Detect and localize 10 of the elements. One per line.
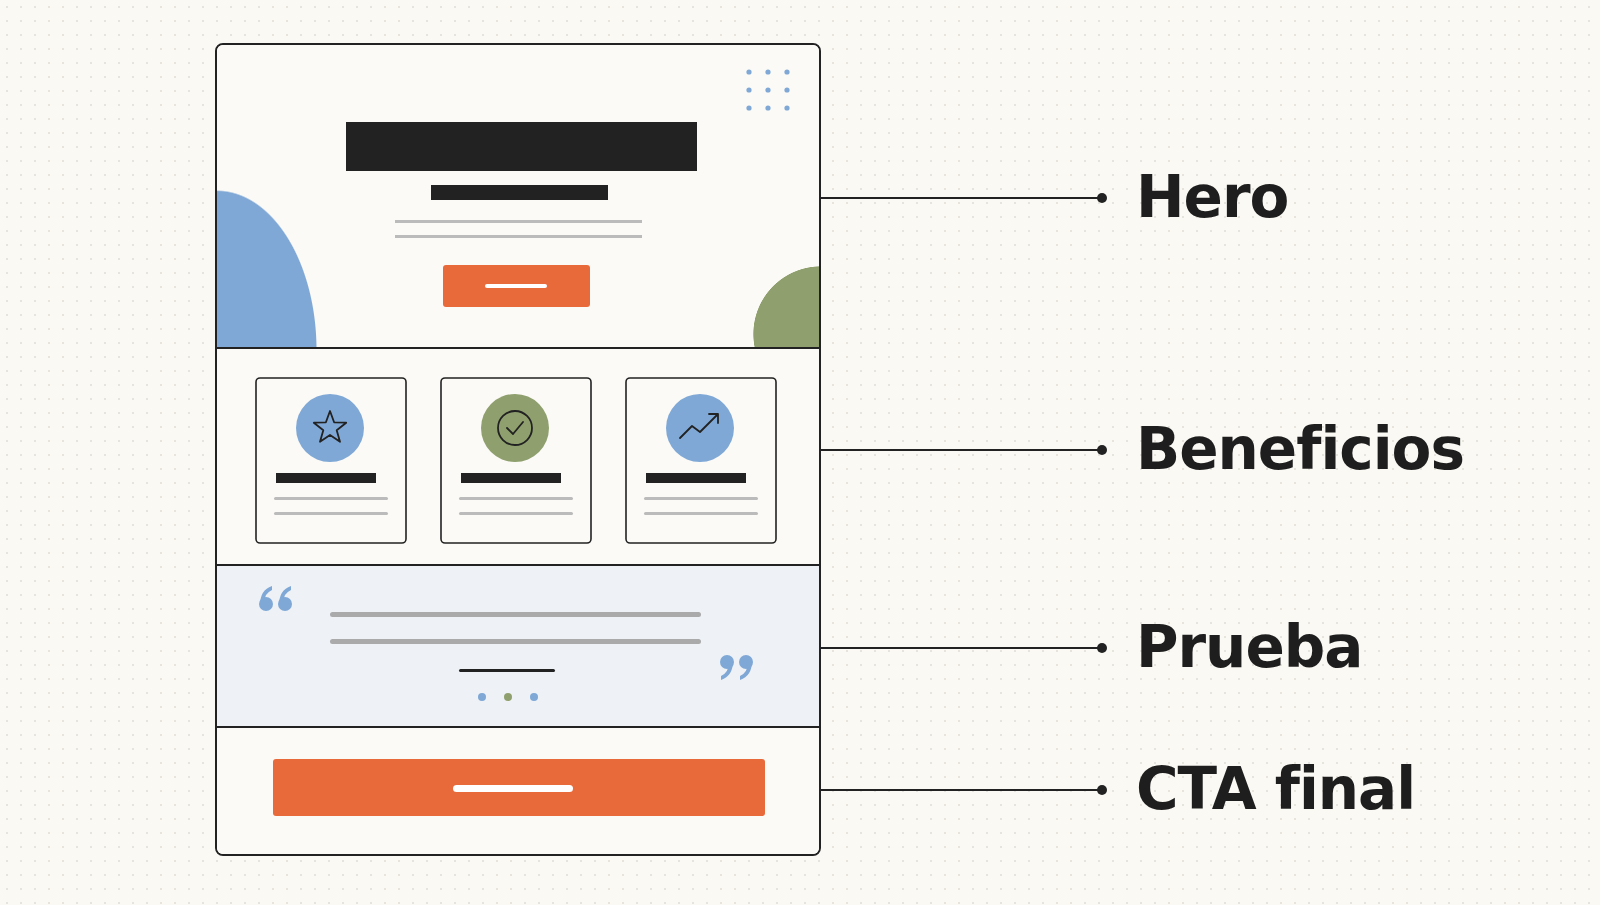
hero-section [217,45,819,349]
section-label: Hero [1136,168,1289,226]
section-label: Prueba [1136,618,1363,676]
leader-line [820,643,1107,653]
section-label: Beneficios [1136,420,1464,478]
testimonial-section [217,566,819,728]
section-label: CTA final [1136,760,1416,818]
leader-line [820,445,1107,455]
leader-line [820,785,1107,795]
leader-line [820,193,1107,203]
